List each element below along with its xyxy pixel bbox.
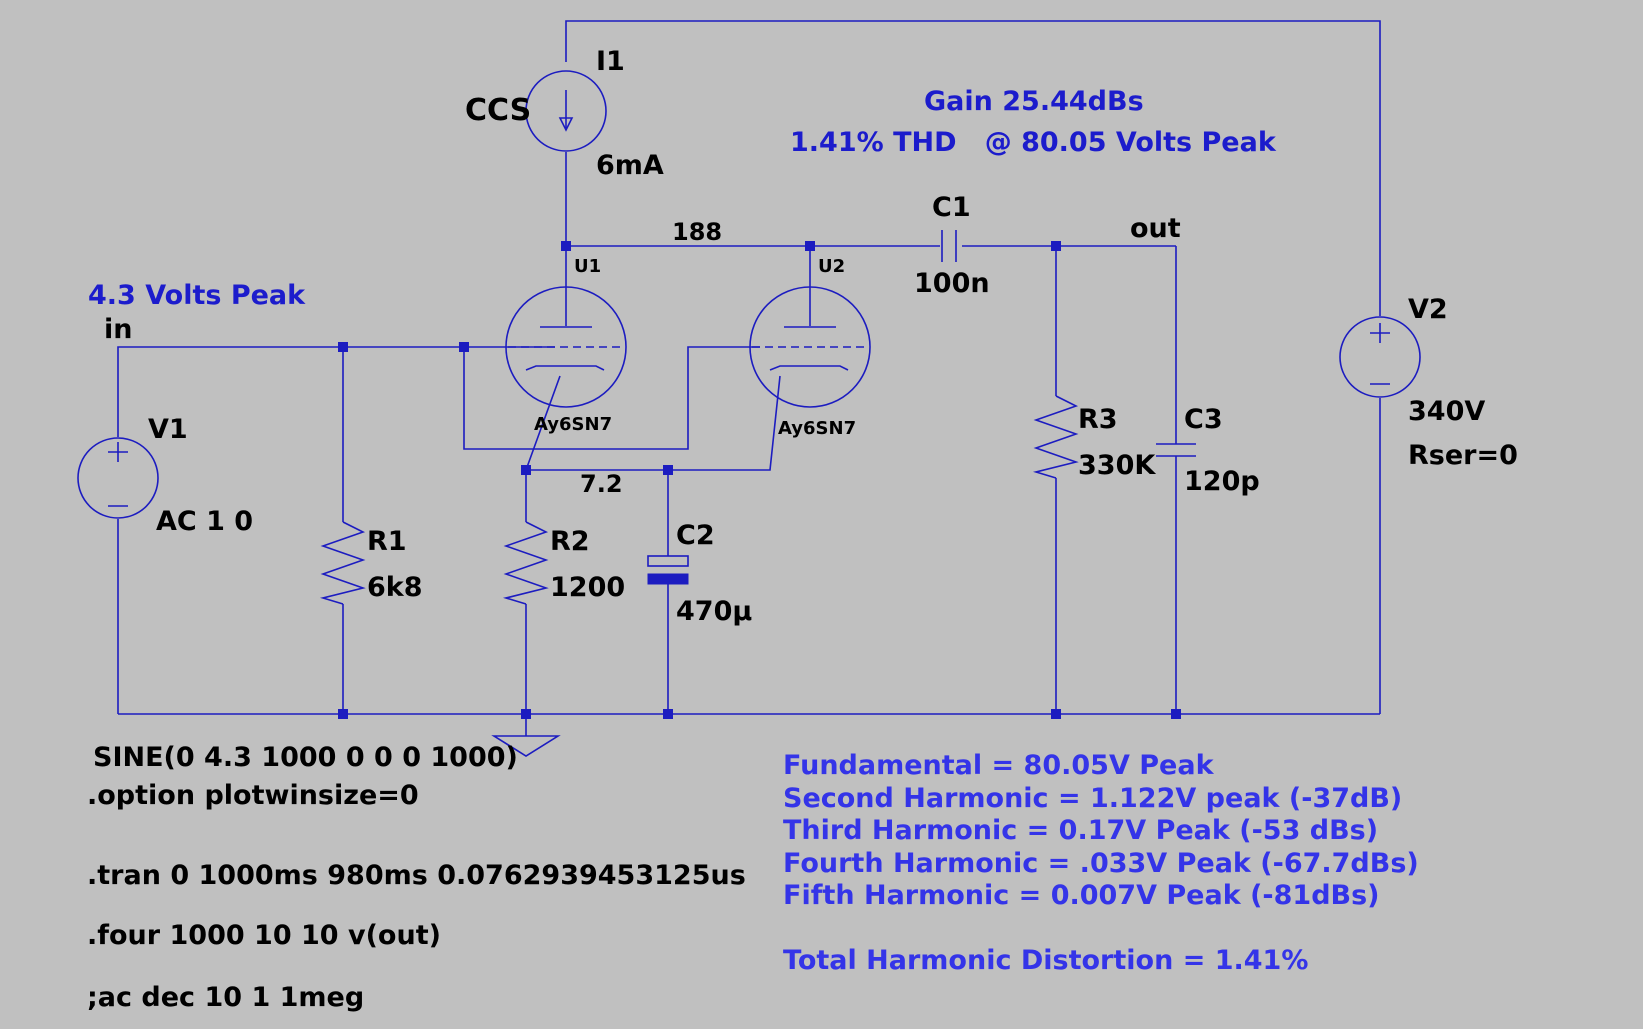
wires <box>117 20 1381 736</box>
voltage-source-v1[interactable] <box>77 437 159 519</box>
u2-model: Ay6SN7 <box>778 418 857 439</box>
voltage-source-v2[interactable] <box>1339 316 1421 398</box>
option-directive: .option plotwinsize=0 <box>87 780 419 811</box>
u1-model: Ay6SN7 <box>534 414 613 435</box>
i1-name: I1 <box>596 46 625 77</box>
tran-directive: .tran 0 1000ms 980ms 0.0762939453125us <box>87 860 746 891</box>
triode-u2[interactable] <box>749 286 871 408</box>
capacitor-c3[interactable] <box>1156 443 1196 457</box>
resistor-r3[interactable] <box>1032 395 1079 479</box>
v1-name: V1 <box>148 414 188 445</box>
c2-value: 470µ <box>676 596 753 627</box>
harmonic-fourth: Fourth Harmonic = .033V Peak (-67.7dBs) <box>783 848 1419 879</box>
thd-summary-label: 1.41% THD @ 80.05 Volts Peak <box>790 127 1276 158</box>
in-net-label: in <box>104 314 133 345</box>
harmonic-third: Third Harmonic = 0.17V Peak (-53 dBs) <box>783 815 1379 846</box>
capacitor-c1[interactable] <box>941 230 957 262</box>
i1-value: 6mA <box>596 150 664 181</box>
r2-value: 1200 <box>550 572 626 603</box>
v1-value: AC 1 0 <box>156 506 254 537</box>
v2-name: V2 <box>1408 294 1448 325</box>
gain-label: Gain 25.44dBs <box>924 86 1144 117</box>
c1-name: C1 <box>932 192 971 223</box>
harmonic-fifth: Fifth Harmonic = 0.007V Peak (-81dBs) <box>783 880 1380 911</box>
plate-node-label: 188 <box>672 218 723 246</box>
r3-name: R3 <box>1078 404 1118 435</box>
ac-directive: ;ac dec 10 1 1meg <box>87 982 365 1013</box>
c3-name: C3 <box>1184 404 1223 435</box>
input-amplitude-label: 4.3 Volts Peak <box>88 280 306 311</box>
resistor-r2[interactable] <box>502 521 549 605</box>
v2-value: 340V <box>1408 396 1486 427</box>
sine-directive: SINE(0 4.3 1000 0 0 0 1000) <box>93 742 518 773</box>
out-net-label: out <box>1130 213 1181 244</box>
r3-value: 330K <box>1078 450 1156 481</box>
junctions <box>338 241 1181 719</box>
c2-name: C2 <box>676 520 715 551</box>
ground-symbol <box>491 735 561 757</box>
harmonic-fundamental: Fundamental = 80.05V Peak <box>783 750 1214 781</box>
r1-name: R1 <box>367 526 407 557</box>
harmonic-second: Second Harmonic = 1.122V peak (-37dB) <box>783 783 1403 814</box>
r1-value: 6k8 <box>367 572 423 603</box>
r2-name: R2 <box>550 526 590 557</box>
u1-name: U1 <box>574 256 602 277</box>
c1-value: 100n <box>914 268 990 299</box>
total-thd-label: Total Harmonic Distortion = 1.41% <box>783 945 1309 976</box>
u2-name: U2 <box>818 256 846 277</box>
c3-value: 120p <box>1184 466 1260 497</box>
capacitor-c2[interactable] <box>647 555 689 585</box>
cathode-node-label: 7.2 <box>580 470 623 498</box>
four-directive: .four 1000 10 10 v(out) <box>87 920 441 951</box>
current-source-i1[interactable] <box>525 70 607 152</box>
triode-u1[interactable] <box>505 286 627 408</box>
resistor-r1[interactable] <box>319 521 366 605</box>
i1-alias: CCS <box>465 93 532 128</box>
v2-param: Rser=0 <box>1408 440 1518 471</box>
